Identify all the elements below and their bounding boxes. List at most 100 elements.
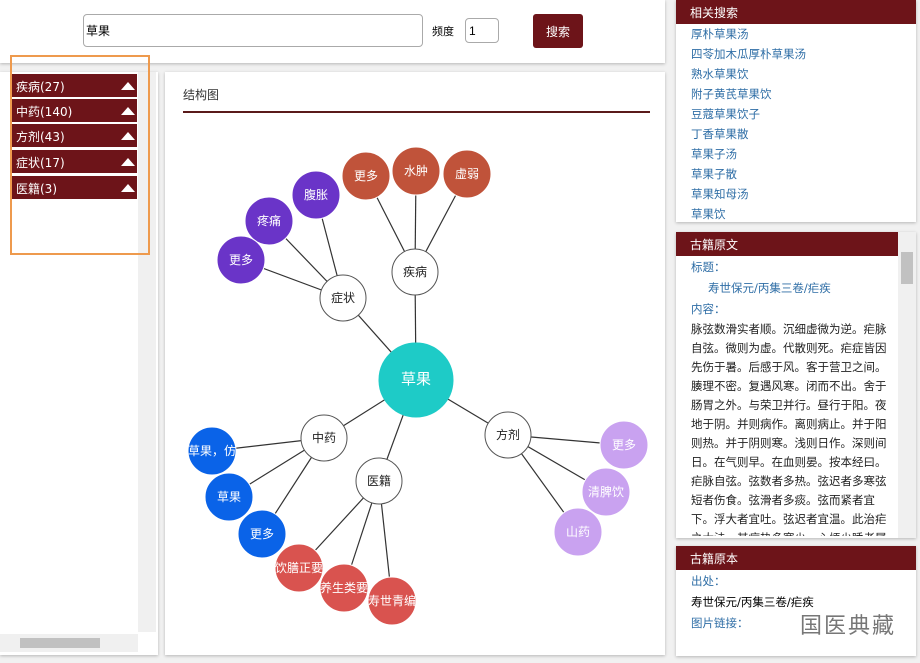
vertical-scrollbar[interactable] bbox=[138, 72, 156, 632]
related-link[interactable]: 厚朴草果汤 bbox=[691, 27, 749, 41]
category-book[interactable]: 医籍(3) bbox=[10, 176, 137, 200]
structure-panel: 疾病更多水肿虚弱症状腹胀疼痛更多中药草果，仿草果更多医籍饮膳正要养生类要寿世青编… bbox=[165, 72, 665, 655]
node-label: 饮膳正要 bbox=[275, 560, 323, 575]
related-link[interactable]: 四苓加木瓜厚朴草果汤 bbox=[691, 47, 806, 61]
frequency-label: 频度 bbox=[432, 25, 454, 38]
graph-leaf-node[interactable]: 草果，仿 bbox=[187, 426, 237, 476]
search-input[interactable] bbox=[83, 14, 423, 47]
graph-leaf-node[interactable]: 水肿 bbox=[391, 146, 441, 196]
graph-leaf-node[interactable]: 虚弱 bbox=[442, 149, 492, 199]
node-circle bbox=[581, 467, 631, 517]
node-circle bbox=[378, 342, 454, 418]
graph-leaf-node[interactable]: 更多 bbox=[341, 151, 391, 201]
graph-leaf-node[interactable]: 寿世青编 bbox=[367, 576, 417, 626]
node-label: 方剂 bbox=[496, 427, 520, 442]
node-circle bbox=[355, 457, 403, 505]
graph-leaf-node[interactable]: 清脾饮 bbox=[581, 467, 631, 517]
node-circle bbox=[367, 576, 417, 626]
node-circle bbox=[274, 543, 324, 593]
structure-graph: 疾病更多水肿虚弱症状腹胀疼痛更多中药草果，仿草果更多医籍饮膳正要养生类要寿世青编… bbox=[187, 146, 649, 626]
divider bbox=[183, 111, 650, 113]
graph-leaf-node[interactable]: 养生类要 bbox=[319, 563, 369, 613]
node-label: 草果 bbox=[401, 370, 431, 388]
node-label: 更多 bbox=[354, 169, 378, 183]
node-circle bbox=[599, 420, 649, 470]
collapse-icon[interactable] bbox=[121, 158, 135, 166]
node-label: 虚弱 bbox=[455, 167, 479, 181]
graph-category-node[interactable]: 方剂 bbox=[484, 411, 532, 459]
related-link[interactable]: 草果饮 bbox=[691, 207, 726, 221]
node-label: 更多 bbox=[250, 527, 274, 541]
node-circle bbox=[553, 507, 603, 557]
related-link[interactable]: 附子黄芪草果饮 bbox=[691, 87, 772, 101]
content-text: 脉弦数滑实者顺。沉细虚微为逆。疟脉自弦。微则为虚。代散则死。疟症皆因先伤于暑。后… bbox=[691, 322, 887, 536]
related-link[interactable]: 草果子汤 bbox=[691, 147, 737, 161]
graph-leaf-node[interactable]: 疼痛 bbox=[244, 196, 294, 246]
graph-center-node[interactable]: 草果 bbox=[378, 342, 454, 418]
node-label: 疾病 bbox=[403, 264, 427, 279]
node-circle bbox=[300, 414, 348, 462]
image-link-label: 图片链接： bbox=[691, 616, 749, 630]
graph-leaf-node[interactable]: 更多 bbox=[216, 235, 266, 285]
node-label: 养生类要 bbox=[320, 580, 368, 595]
node-label: 疼痛 bbox=[257, 213, 281, 228]
node-circle bbox=[341, 151, 391, 201]
panel-header: 相关搜索 bbox=[676, 0, 916, 24]
collapse-icon[interactable] bbox=[121, 107, 135, 115]
node-circle bbox=[484, 411, 532, 459]
related-link[interactable]: 草果知母汤 bbox=[691, 187, 749, 201]
node-circle bbox=[442, 149, 492, 199]
graph-leaf-node[interactable]: 草果 bbox=[204, 472, 254, 522]
scrollbar-thumb[interactable] bbox=[901, 252, 913, 284]
category-label: 方剂(43) bbox=[16, 130, 65, 144]
node-circle bbox=[319, 563, 369, 613]
graph-leaf-node[interactable]: 更多 bbox=[599, 420, 649, 470]
horizontal-scrollbar[interactable] bbox=[0, 634, 138, 652]
search-button[interactable]: 搜索 bbox=[533, 14, 583, 48]
category-sidebar: 疾病(27) 中药(140) 方剂(43) 症状(17) 医籍(3) bbox=[0, 72, 158, 655]
watermark: 国医典藏 bbox=[800, 614, 897, 639]
search-bar: 频度 搜索 bbox=[0, 0, 665, 63]
panel-header: 古籍原本 bbox=[676, 546, 916, 570]
related-link[interactable]: 豆蔻草果饮子 bbox=[691, 107, 760, 121]
node-circle bbox=[391, 248, 439, 296]
category-label: 中药(140) bbox=[16, 105, 73, 119]
graph-category-node[interactable]: 症状 bbox=[319, 274, 367, 322]
category-symptom[interactable]: 症状(17) bbox=[10, 150, 137, 174]
collapse-icon[interactable] bbox=[121, 132, 135, 140]
related-link[interactable]: 丁香草果散 bbox=[691, 127, 749, 141]
category-herb[interactable]: 中药(140) bbox=[10, 99, 137, 123]
related-link[interactable]: 草果子散 bbox=[691, 167, 737, 181]
category-disease[interactable]: 疾病(27) bbox=[10, 74, 137, 98]
source-label: 出处： bbox=[691, 574, 726, 588]
category-label: 症状(17) bbox=[16, 156, 65, 170]
node-circle bbox=[291, 170, 341, 220]
frequency-input[interactable] bbox=[465, 18, 499, 43]
vertical-scrollbar[interactable] bbox=[898, 232, 916, 538]
graph-category-node[interactable]: 中药 bbox=[300, 414, 348, 462]
graph-category-node[interactable]: 疾病 bbox=[391, 248, 439, 296]
node-label: 水肿 bbox=[404, 163, 428, 178]
original-text-panel: 古籍原文 标题： 寿世保元/丙集三卷/疟疾 内容： 脉弦数滑实者顺。沉细虚微为逆… bbox=[676, 232, 916, 538]
category-formula[interactable]: 方剂(43) bbox=[10, 124, 137, 148]
node-label: 清脾饮 bbox=[588, 484, 624, 499]
collapse-icon[interactable] bbox=[121, 82, 135, 90]
node-circle bbox=[204, 472, 254, 522]
node-label: 山药 bbox=[566, 525, 590, 539]
graph-leaf-node[interactable]: 山药 bbox=[553, 507, 603, 557]
collapse-icon[interactable] bbox=[121, 184, 135, 192]
graph-category-node[interactable]: 医籍 bbox=[355, 457, 403, 505]
panel-header: 古籍原文 bbox=[676, 232, 898, 256]
node-label: 草果 bbox=[217, 490, 241, 504]
related-search-panel: 相关搜索 厚朴草果汤四苓加木瓜厚朴草果汤熟水草果饮附子黄芪草果饮豆蔻草果饮子丁香… bbox=[676, 0, 916, 222]
title-value[interactable]: 寿世保元/丙集三卷/疟疾 bbox=[708, 281, 831, 295]
related-link[interactable]: 熟水草果饮 bbox=[691, 67, 749, 81]
node-label: 更多 bbox=[229, 253, 253, 267]
graph-leaf-node[interactable]: 饮膳正要 bbox=[274, 543, 324, 593]
graph-leaf-node[interactable]: 腹胀 bbox=[291, 170, 341, 220]
scrollbar-thumb[interactable] bbox=[20, 638, 100, 648]
graph-leaf-node[interactable]: 更多 bbox=[237, 509, 287, 559]
category-label: 疾病(27) bbox=[16, 80, 65, 94]
node-circle bbox=[319, 274, 367, 322]
node-circle bbox=[216, 235, 266, 285]
